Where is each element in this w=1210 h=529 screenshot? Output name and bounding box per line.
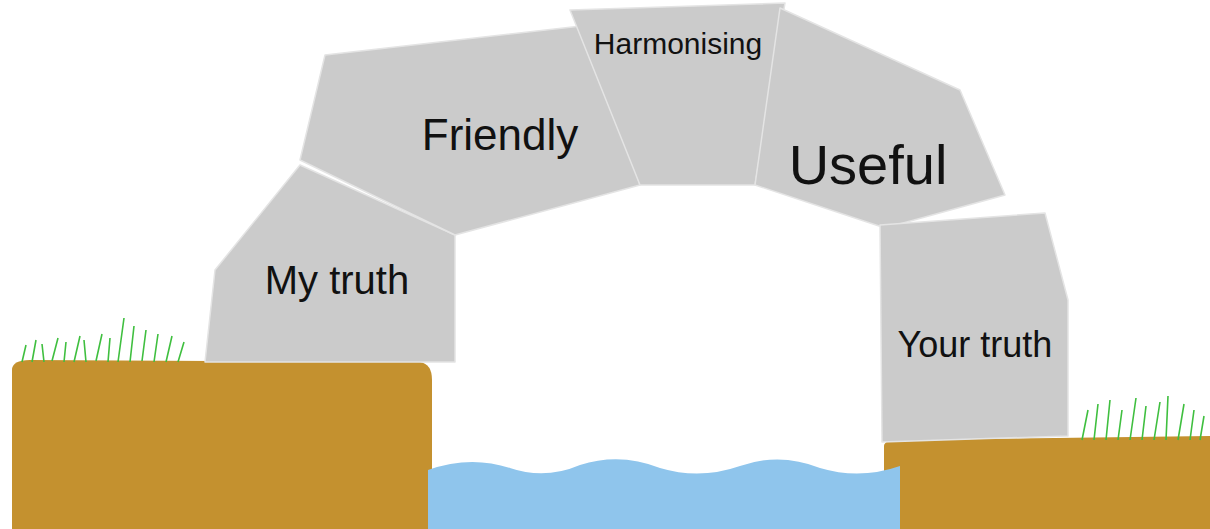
stone-shape (570, 3, 785, 185)
stone-outline (753, 6, 1007, 230)
stone-label: Useful (789, 133, 948, 197)
arch-stone: Harmonising (568, 1, 787, 187)
stone-label: Harmonising (594, 27, 762, 62)
stone-label: Your truth (898, 324, 1053, 365)
stone-shape (755, 8, 1005, 228)
left-bank (12, 360, 432, 529)
river-water (428, 459, 900, 529)
arch-stone: Your truth (878, 211, 1070, 444)
grass-right (1082, 396, 1204, 440)
stone-label: Friendly (422, 110, 579, 161)
stone-label: My truth (265, 257, 409, 303)
arch-stone: Useful (753, 6, 1007, 230)
grass-left (22, 318, 184, 362)
stone-shape (880, 213, 1068, 442)
right-bank (884, 436, 1210, 529)
